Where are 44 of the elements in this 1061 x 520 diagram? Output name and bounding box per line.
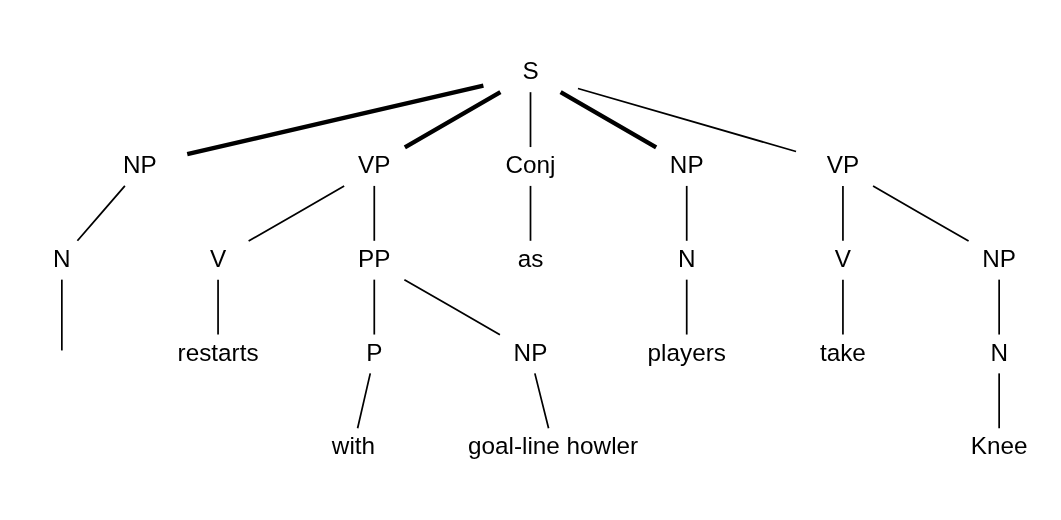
connector (998, 372, 1001, 429)
node-text: restarts (177, 338, 259, 366)
connector (559, 89, 658, 149)
connector (998, 278, 1001, 335)
connector (842, 184, 844, 242)
connector (872, 184, 970, 242)
connector (403, 89, 502, 149)
node-text: NP (513, 338, 548, 366)
node-text: NP (982, 244, 1017, 272)
connector (76, 184, 126, 242)
connector (842, 278, 844, 335)
connector (60, 278, 63, 351)
connector (373, 278, 376, 335)
node-text: V (834, 244, 852, 272)
node-text: N (990, 338, 1008, 366)
node-text: V (209, 244, 227, 272)
node-text: as (517, 244, 544, 272)
node-text: NP (123, 150, 157, 178)
node-text: N (677, 244, 696, 272)
node-text: goal-line howler (467, 431, 639, 459)
node-text: S (522, 56, 539, 84)
node-text: P (366, 338, 383, 366)
node-text: Conj (505, 150, 556, 178)
connector (534, 372, 550, 429)
connector (685, 278, 688, 335)
connector (247, 184, 346, 242)
connector (529, 90, 532, 148)
connector (403, 278, 501, 336)
node-text: PP (358, 244, 391, 272)
node-text: VP (358, 150, 391, 178)
node-text: players (647, 338, 726, 366)
connector (186, 83, 484, 156)
node-text: N (53, 244, 71, 272)
connector (356, 372, 372, 429)
node-text: VP (826, 150, 860, 178)
connector (577, 87, 797, 152)
node-text: NP (669, 150, 704, 178)
connector (373, 184, 376, 242)
connector (685, 184, 688, 242)
node-text: with (331, 431, 376, 459)
node-text: take (819, 338, 866, 366)
connector (217, 278, 219, 335)
connector (529, 184, 532, 242)
node-text: Knee (970, 431, 1028, 459)
